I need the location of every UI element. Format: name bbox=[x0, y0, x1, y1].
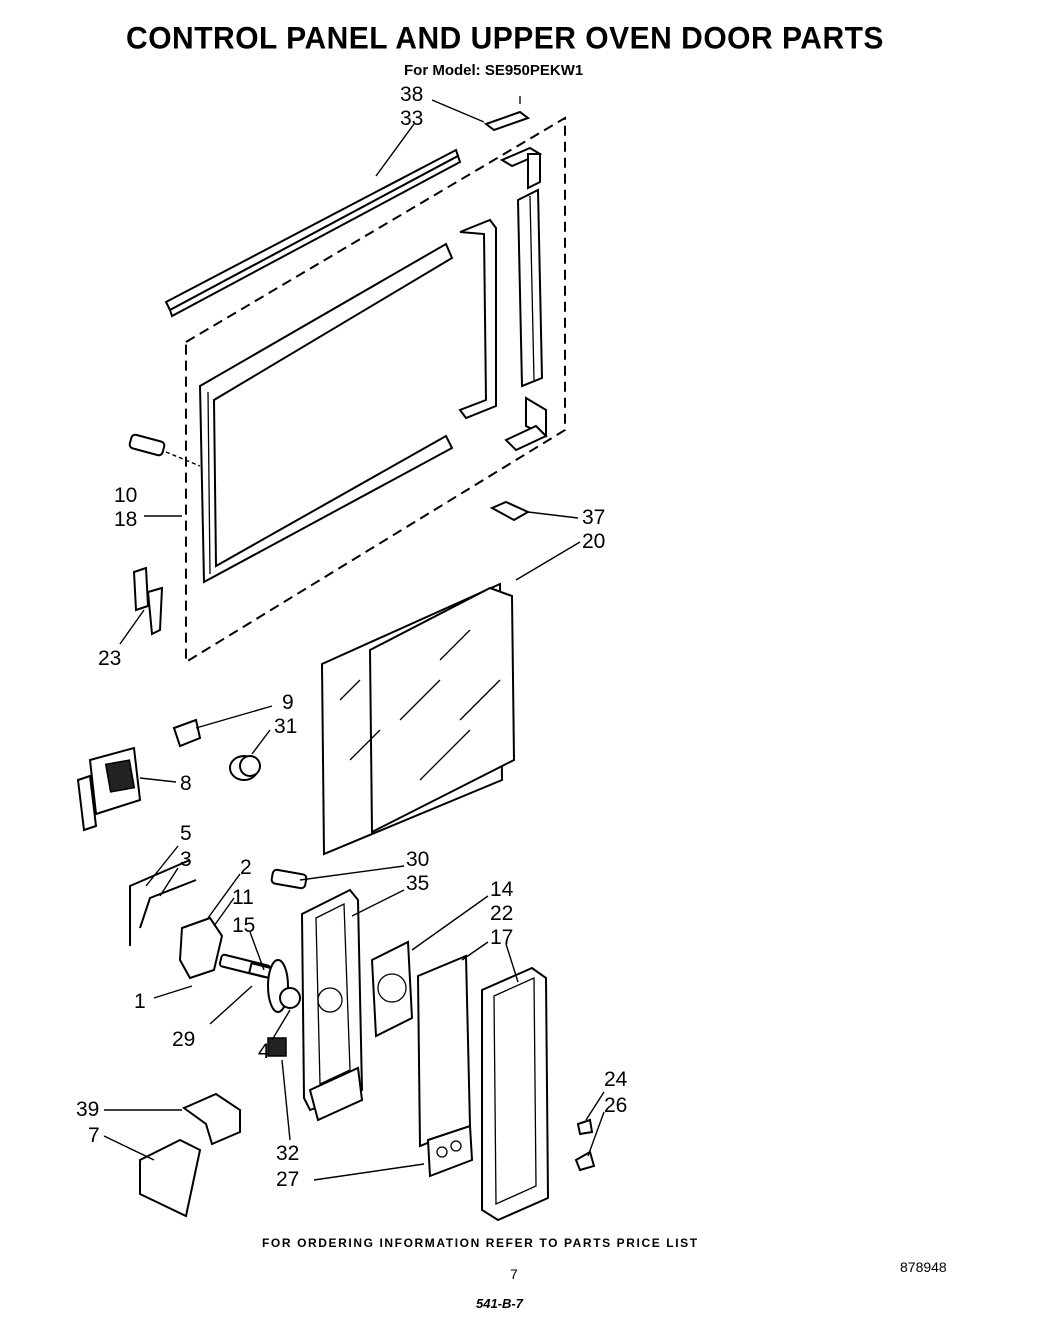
part-9-switch bbox=[172, 718, 202, 748]
model-label: For Model: SE950PEKW1 bbox=[404, 62, 584, 79]
callout-3: 3 bbox=[180, 848, 192, 871]
part-30-screw bbox=[270, 868, 308, 890]
part-26-button bbox=[574, 1150, 596, 1172]
callout-35: 35 bbox=[406, 872, 429, 895]
part-32-switch bbox=[267, 1037, 287, 1057]
part-38-clip bbox=[483, 96, 531, 132]
bracket-top-right bbox=[499, 146, 543, 190]
part-20-glass-panels bbox=[320, 582, 516, 856]
callout-23: 23 bbox=[98, 647, 121, 670]
callout-7: 7 bbox=[88, 1124, 100, 1147]
callout-15: 15 bbox=[232, 914, 255, 937]
part-5-3-wires bbox=[129, 859, 197, 946]
callout-31: 31 bbox=[274, 715, 297, 738]
part-24-button bbox=[576, 1118, 594, 1136]
callout-5: 5 bbox=[180, 822, 192, 845]
callout-9: 9 bbox=[282, 691, 294, 714]
part-33-trim-strip bbox=[164, 148, 462, 318]
part-18-door-frame bbox=[198, 242, 454, 584]
page-title: CONTROL PANEL AND UPPER OVEN DOOR PARTS bbox=[126, 21, 884, 56]
part-27-plate bbox=[426, 1124, 474, 1178]
callout-33: 33 bbox=[400, 107, 423, 130]
part-37-clip bbox=[489, 500, 531, 522]
assembly-boundary bbox=[185, 116, 566, 664]
part-8-transformer bbox=[76, 746, 142, 832]
callout-4: 4 bbox=[258, 1040, 270, 1063]
right-channel bbox=[516, 188, 544, 388]
middle-channel bbox=[458, 218, 497, 420]
callout-27: 27 bbox=[276, 1168, 299, 1191]
leader-lines bbox=[103, 99, 605, 1181]
callout-24: 24 bbox=[604, 1068, 628, 1091]
callout-37: 37 bbox=[582, 506, 605, 529]
callout-29: 29 bbox=[172, 1028, 195, 1051]
callout-1: 1 bbox=[134, 990, 146, 1013]
part-7-handle bbox=[139, 1138, 202, 1218]
part-35-control-panel bbox=[300, 888, 364, 1122]
page-number: 7 bbox=[510, 1266, 518, 1282]
part-23-hinge bbox=[132, 566, 164, 636]
part-17-glass bbox=[416, 954, 472, 1148]
part-10-screw bbox=[128, 433, 201, 467]
callout-2: 2 bbox=[240, 856, 252, 879]
callout-14: 14 bbox=[490, 878, 514, 901]
callout-22: 22 bbox=[490, 902, 513, 925]
part-39-bracket bbox=[182, 1092, 241, 1146]
callout-30: 30 bbox=[406, 848, 429, 871]
part-31-knob bbox=[229, 755, 261, 781]
document-number: 878948 bbox=[900, 1259, 947, 1275]
part-4-knob bbox=[267, 959, 301, 1013]
side-frame-panel bbox=[481, 966, 550, 1222]
handwritten-stamp: 541-B-7 bbox=[476, 1296, 523, 1311]
callout-38: 38 bbox=[400, 83, 423, 106]
callout-39: 39 bbox=[76, 1098, 99, 1121]
callout-17: 17 bbox=[490, 926, 513, 949]
ordering-note: FOR ORDERING INFORMATION REFER TO PARTS … bbox=[262, 1236, 699, 1250]
callout-18: 18 bbox=[114, 508, 137, 531]
callout-10: 10 bbox=[114, 484, 137, 507]
callout-32: 32 bbox=[276, 1142, 299, 1165]
callout-26: 26 bbox=[604, 1094, 627, 1117]
callout-11: 11 bbox=[232, 886, 254, 909]
bracket-bottom-right bbox=[504, 396, 548, 452]
part-14-22-overlay bbox=[370, 940, 414, 1038]
callout-8: 8 bbox=[180, 772, 192, 795]
callout-20: 20 bbox=[582, 530, 605, 553]
callout-labels: 38 33 10 18 23 37 20 9 31 8 5 3 2 11 15 … bbox=[76, 83, 628, 1191]
